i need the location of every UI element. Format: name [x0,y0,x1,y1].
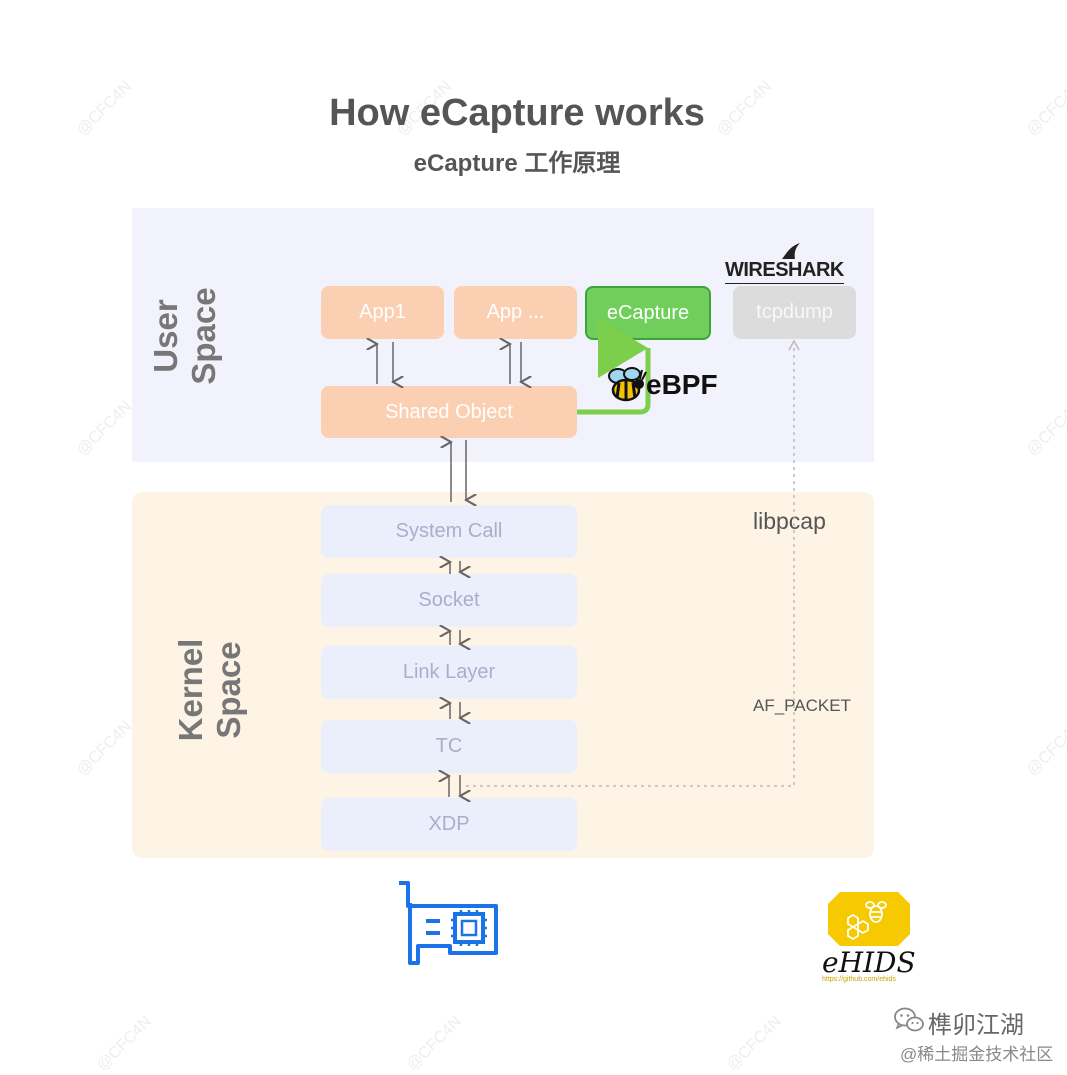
wireshark-logo: WIRESHARK [725,259,844,284]
socket-layer: Socket [321,574,577,627]
app-more-box: App ... [454,286,577,339]
diagram-subtitle: eCapture 工作原理 [413,150,621,177]
system-call-layer: System Call [321,505,577,558]
network-card-icon [399,881,498,965]
app1-box: App1 [321,286,444,339]
tcpdump-box: tcpdump [733,286,856,339]
ecapture-box: eCapture [585,286,711,340]
tc-layer: TC [321,720,577,773]
shared-object-box: Shared Object [321,386,577,438]
ebpf-logo: eBPF [646,369,718,400]
wechat-account-name: 榫卯江湖 [928,1012,1024,1039]
platform-watermark: @稀土掘金技术社区 [900,1045,1054,1064]
ehids-logo-text: eHIDS [822,946,916,979]
wechat-icon [894,1007,924,1032]
af-packet-label: AF_PACKET [753,696,851,715]
diagram-title: How eCapture works [329,92,705,134]
libpcap-label: libpcap [753,508,826,534]
ebpf-bee-icon [608,367,647,402]
shark-fin-icon [782,243,800,259]
ehids-url: https://github.com/ehids [822,976,896,983]
xdp-layer: XDP [321,798,577,851]
link-layer: Link Layer [321,646,577,699]
ehids-logo-icon [828,892,910,946]
